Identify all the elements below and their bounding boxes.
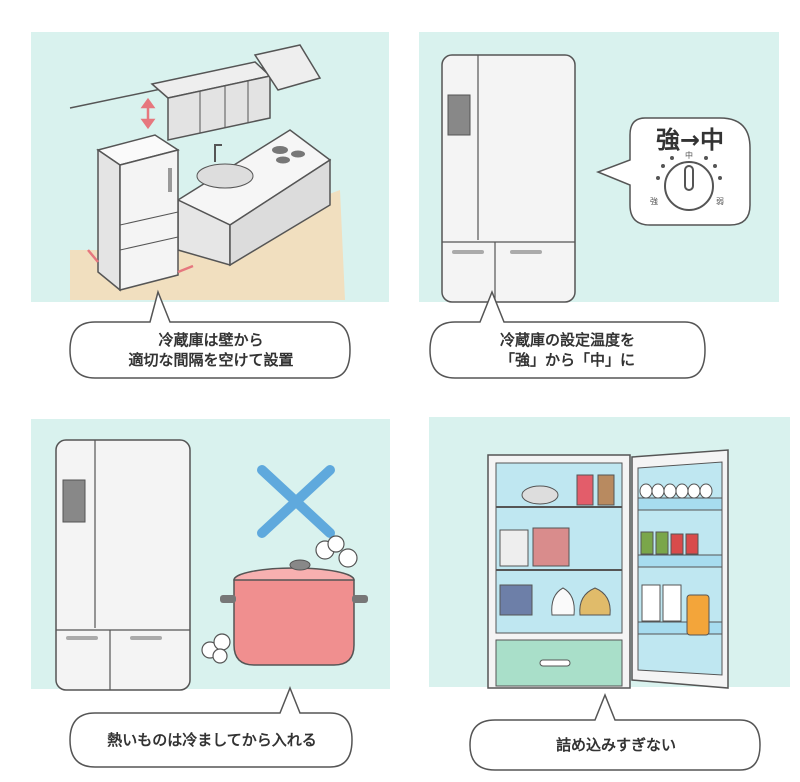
fridge-front	[55, 439, 191, 691]
panel-kitchen-spacing: 冷蔵庫は壁から 適切な間隔を空けて設置	[0, 0, 400, 390]
upper-cabinet	[150, 44, 322, 141]
open-fridge-body	[487, 454, 631, 689]
cross-mark-icon	[257, 465, 335, 538]
fridge-dial-illustration	[419, 32, 779, 379]
panel-do-not-overfill: 詰め込みすぎない	[400, 390, 800, 782]
dial-label-strong: 強	[650, 197, 658, 206]
dial-title: 強→中	[655, 126, 725, 154]
dial-label-weak: 弱	[716, 197, 724, 206]
spacing-arrows	[87, 97, 194, 274]
hot-pot-illustration	[31, 419, 390, 768]
fridge-front	[441, 54, 576, 303]
fridge-in-kitchen	[96, 134, 180, 292]
temperature-dial	[656, 156, 722, 211]
panel-cool-before-storing: 熱いものは冷ましてから入れる	[0, 390, 400, 782]
kitchen-counter	[176, 129, 332, 267]
dial-label-mid: 中	[685, 151, 693, 160]
panel-temperature-setting: 強→中 中 強 弱 冷蔵庫の設定温度を 「強」から「中」に	[400, 0, 800, 390]
kitchen-illustration	[31, 32, 389, 379]
steam-icon	[201, 535, 358, 664]
hot-pot	[220, 559, 368, 666]
fridge-door-open	[631, 449, 729, 689]
open-fridge-illustration	[429, 417, 790, 771]
